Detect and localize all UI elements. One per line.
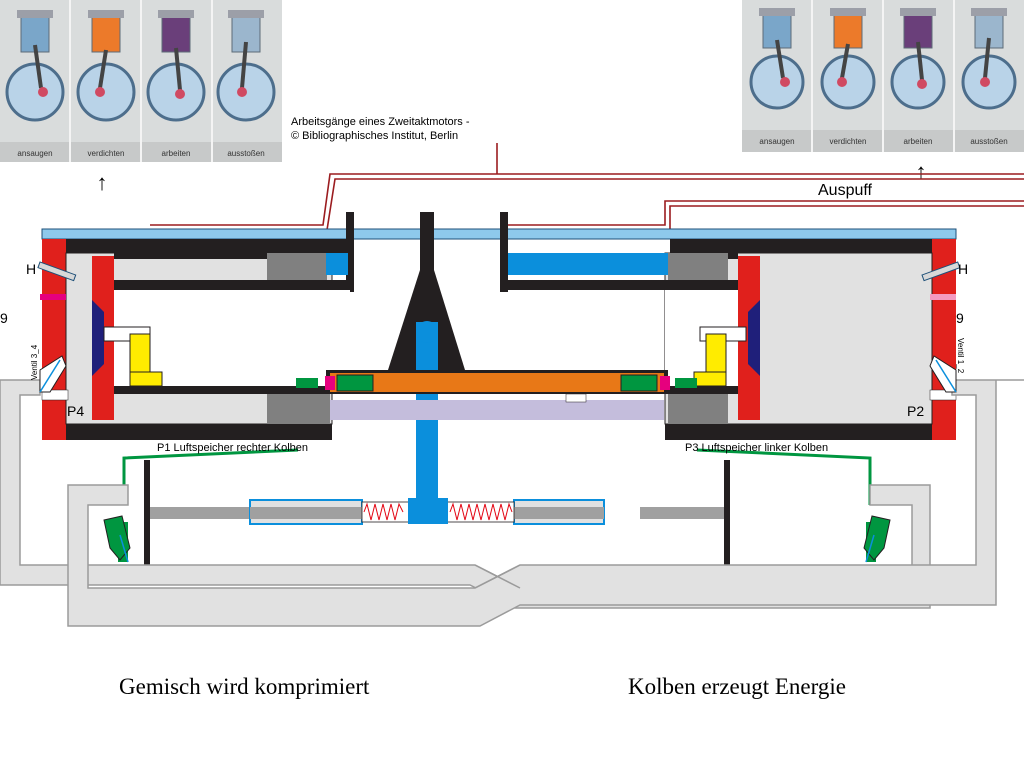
mini-engine-icon <box>961 8 1017 110</box>
top-plate <box>41 228 957 240</box>
label-h-left: H <box>26 261 36 277</box>
label-p2: P2 <box>907 403 924 419</box>
mini-engine-icon <box>216 10 276 122</box>
strip-label-work: arbeiten <box>904 137 933 146</box>
up-arrow-icon: ↑ <box>916 159 927 184</box>
label-p3: P3 Luftspeicher linker Kolben <box>685 442 828 454</box>
mini-engine-icon <box>749 8 805 110</box>
label-9-right: 9 <box>956 310 964 326</box>
strip-label-work: arbeiten <box>162 149 191 158</box>
right-channel <box>508 253 668 275</box>
strip-label-compress: verdichten <box>88 149 125 158</box>
right-magenta-marker <box>930 294 956 300</box>
cycle-strip-right: ansaugen verdichten arbeiten ausstoßen <box>742 0 1024 152</box>
label-9-left: 9 <box>0 310 8 326</box>
label-h-right: H <box>958 261 968 277</box>
cycle-strip-left: ansaugen verdichten arbeiten ausstoßen <box>0 0 282 162</box>
left-channel <box>326 253 348 275</box>
central-plunger <box>408 498 448 524</box>
caption-left: Gemisch wird komprimiert <box>119 674 370 699</box>
green-valve-right <box>620 374 658 392</box>
label-p1: P1 Luftspeicher rechter Kolben <box>157 442 308 454</box>
caption-right: Kolben erzeugt Energie <box>628 674 846 699</box>
left-outlet <box>41 389 69 401</box>
green-valve-left <box>336 374 374 392</box>
credit-line-1: Arbeitsgänge eines Zweitaktmotors - <box>291 116 470 128</box>
left-magenta-marker <box>40 294 66 300</box>
label-ventil-right: Ventil 1_2 <box>956 338 965 374</box>
strip-label-compress: verdichten <box>830 137 867 146</box>
strip-label-intake: ansaugen <box>759 137 794 146</box>
up-arrow-icon: ↑ <box>97 170 108 195</box>
lower-pneumatic <box>118 448 876 565</box>
label-ventil-left: Ventil 3_4 <box>30 344 39 380</box>
strip-label-intake: ansaugen <box>17 149 52 158</box>
lilac-rod <box>330 400 664 420</box>
credit-line-2: © Bibliographisches Institut, Berlin <box>291 130 458 142</box>
connecting-rod <box>296 370 697 420</box>
left-h-valve <box>37 261 77 282</box>
strip-label-exhaust: ausstoßen <box>970 137 1007 146</box>
crossover-pipes <box>0 379 1024 627</box>
mini-engine-icon <box>76 10 136 122</box>
central-channel <box>416 322 438 522</box>
right-h-valve <box>921 261 961 282</box>
mini-engine-icon <box>890 8 946 110</box>
spring-right-icon <box>449 502 513 521</box>
central-tower <box>346 212 508 522</box>
mini-engine-icon <box>820 8 876 110</box>
check-valves <box>39 355 957 563</box>
right-cylinder <box>500 239 961 440</box>
pipe-outer-right <box>67 379 1024 627</box>
strip-label-exhaust: ausstoßen <box>227 149 264 158</box>
mini-engine-icon <box>5 10 65 122</box>
left-cylinder <box>37 239 350 440</box>
orange-rod <box>330 373 664 392</box>
auspuff-label: Auspuff <box>818 182 873 199</box>
spring-left-icon <box>363 502 404 521</box>
label-p4: P4 <box>67 403 84 419</box>
mini-engine-icon <box>146 10 206 122</box>
